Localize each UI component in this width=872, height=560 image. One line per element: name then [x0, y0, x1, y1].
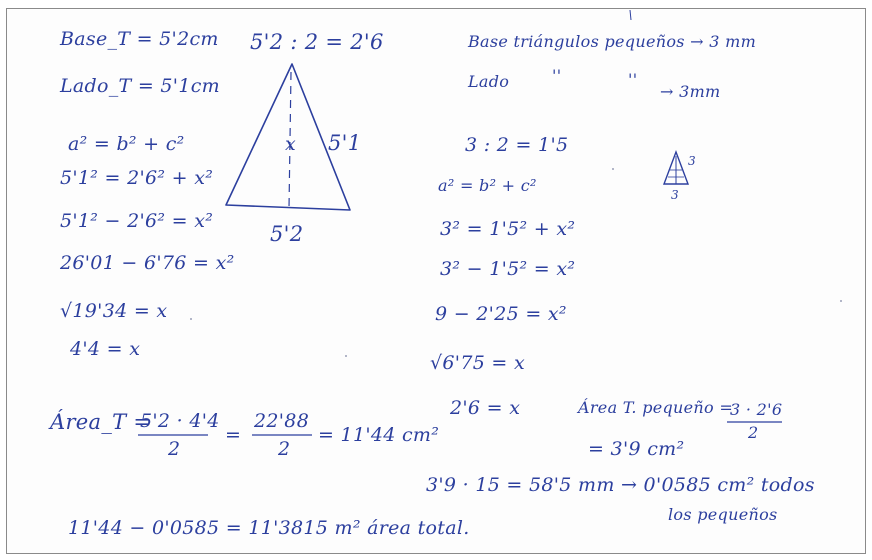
scan-speck: [612, 168, 614, 170]
area-big-numerator-2: 22'88: [254, 410, 310, 432]
lado-line: Lado_T = 5'1cm: [60, 75, 220, 97]
small-lado-word: Lado: [468, 72, 510, 91]
height-label: x: [285, 133, 297, 155]
total-small-area: 3'9 · 15 = 58'5 mm → 0'0585 cm² todos: [426, 474, 815, 496]
mini-triangle-side: 3: [688, 154, 696, 168]
small-pythagoras: a² = b² + c²: [438, 176, 537, 195]
area-small-result: = 3'9 cm²: [588, 438, 685, 460]
final-area-line: 11'44 − 0'0585 = 11'3815 m² área total.: [68, 517, 470, 539]
ditto-mark-b: '': [628, 70, 638, 89]
equation-step-3: 26'01 − 6'76 = x²: [60, 252, 235, 274]
area-big-denominator-2: 2: [278, 438, 291, 460]
area-big-label: Área_T =: [50, 410, 152, 434]
area-big-numerator: 5'2 · 4'4: [140, 410, 220, 432]
area-big-eq1: =: [225, 424, 242, 446]
small-half-calc: 3 : 2 = 1'5: [465, 134, 569, 156]
base-line: Base_T = 5'2cm: [60, 28, 219, 50]
half-base-calc: 5'2 : 2 = 2'6: [250, 30, 384, 54]
side-label: 5'1: [328, 131, 362, 155]
equation-step-2: 5'1² − 2'6² = x²: [60, 210, 214, 232]
paper-sheet: [6, 8, 866, 554]
scan-speck: [190, 318, 192, 320]
small-step-3: 9 − 2'25 = x²: [435, 303, 567, 325]
small-step-5: 2'6 = x: [450, 397, 521, 419]
equation-step-4: √19'34 = x: [60, 300, 168, 322]
small-step-4: √6'75 = x: [430, 352, 526, 374]
area-big-result: = 11'44 cm²: [318, 424, 440, 446]
equation-step-5: 4'4 = x: [70, 338, 141, 360]
mini-triangle-base: 3: [671, 188, 679, 202]
ditto-mark-a: '': [552, 66, 562, 85]
base-label: 5'2: [270, 222, 304, 246]
area-small-numerator: 3 · 2'6: [730, 400, 783, 419]
small-lado-value: → 3mm: [660, 82, 721, 101]
scan-speck: [840, 300, 842, 302]
scan-speck: [345, 355, 347, 357]
equation-step-1: 5'1² = 2'6² + x²: [60, 167, 214, 189]
area-small-label: Área T. pequeño =: [578, 398, 734, 417]
small-base-line: Base triángulos pequeños → 3 mm: [468, 32, 757, 51]
small-step-2: 3² − 1'5² = x²: [440, 258, 576, 280]
small-step-1: 3² = 1'5² + x²: [440, 218, 576, 240]
area-small-denominator: 2: [748, 423, 759, 442]
los-pequenos-note: los pequeños: [668, 505, 778, 524]
pythagoras-formula: a² = b² + c²: [68, 133, 185, 155]
area-big-denominator: 2: [168, 438, 181, 460]
